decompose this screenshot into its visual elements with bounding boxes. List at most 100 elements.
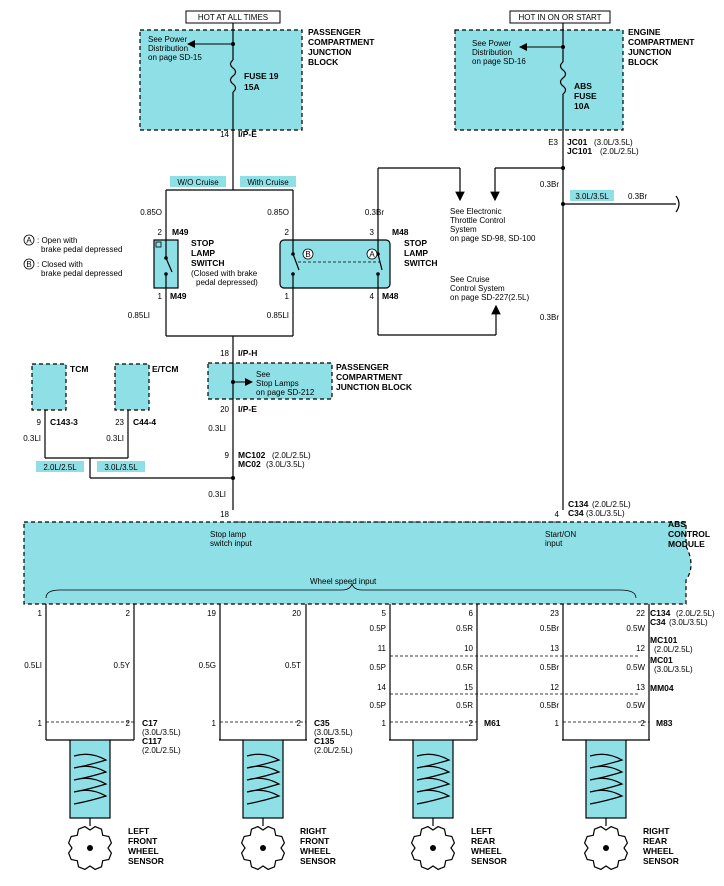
svg-text:SENSOR: SENSOR [300,856,336,866]
svg-text:0.5W: 0.5W [626,624,645,633]
svg-text:1: 1 [158,292,163,301]
svg-text:TCM: TCM [70,364,88,374]
svg-text:0.3LI: 0.3LI [208,490,226,499]
right-rear-wheel-sensor-label: RIGHT REAR WHEEL SENSOR [643,826,679,866]
svg-text:0.3LI: 0.3LI [106,434,124,443]
svg-text:0.5P: 0.5P [370,624,386,633]
svg-text:9: 9 [225,451,230,460]
svg-text:1: 1 [285,292,290,301]
passenger-junction-block-stop-lamps: See Stop Lamps on page SD-212 PASSENGER … [207,360,413,400]
svg-text:C134: C134 [650,608,671,618]
svg-text:RIGHT: RIGHT [300,826,327,836]
svg-text:REAR: REAR [643,836,667,846]
tag-3-0-3-5-right: 3.0L/3.5L [570,190,614,201]
svg-text:1: 1 [38,609,43,618]
svg-text:4: 4 [370,292,375,301]
svg-text:0.85LI: 0.85LI [128,311,150,320]
svg-text:Distribution: Distribution [472,48,512,57]
svg-text:0.5Br: 0.5Br [540,663,559,672]
svg-text:2: 2 [641,719,646,728]
svg-text:ABS: ABS [668,519,686,529]
svg-text:WHEEL: WHEEL [643,846,674,856]
svg-text:(3.0L/3.5L): (3.0L/3.5L) [142,728,181,737]
svg-text:C17: C17 [142,718,158,728]
svg-text:switch input: switch input [210,539,253,548]
svg-text:0.5T: 0.5T [285,661,301,670]
svg-text:C134: C134 [568,499,589,509]
svg-text:C34: C34 [650,617,666,627]
svg-text:1: 1 [212,719,217,728]
svg-text:20: 20 [220,405,229,414]
svg-text:(2.0L/2.5L): (2.0L/2.5L) [654,645,693,654]
svg-text:B: B [305,250,310,259]
svg-text:(3.0L/3.5L): (3.0L/3.5L) [654,665,693,674]
hot-at-all-times-label: HOT AT ALL TIMES [185,10,281,24]
svg-text:22: 22 [636,609,645,618]
left-front-wheel-sensor-icon [46,739,134,871]
abs-control-module: 18 4 C134 (2.0L/2.5L) C34 (3.0L/3.5L) St… [23,499,710,605]
passenger-junction-block-top: See Power Distribution on page SD-15 FUS… [139,27,375,131]
svg-text:(2.0L/2.5L): (2.0L/2.5L) [142,746,181,755]
svg-text:LEFT: LEFT [128,826,150,836]
svg-text:PASSENGER: PASSENGER [308,27,361,37]
etc-reference-note: See Electronic Throttle Control System o… [450,207,536,243]
svg-text:STOP: STOP [191,238,214,248]
svg-text:M48: M48 [392,227,409,237]
svg-text:0.5W: 0.5W [626,701,645,710]
svg-text:Start/ON: Start/ON [545,530,576,539]
svg-text:2: 2 [126,609,131,618]
svg-text:LAMP: LAMP [191,248,215,258]
svg-text:on page SD-227(2.5L): on page SD-227(2.5L) [450,293,530,302]
right-front-wheel-sensor-label: RIGHT FRONT WHEEL SENSOR [300,826,336,866]
svg-text:JC101: JC101 [567,146,592,156]
svg-text:SENSOR: SENSOR [128,856,164,866]
svg-text:HOT AT ALL TIMES: HOT AT ALL TIMES [198,13,268,22]
svg-text:0.5R: 0.5R [456,701,473,710]
svg-text:FUSE: FUSE [574,91,597,101]
hot-in-on-or-start-label: HOT IN ON OR START [509,10,611,24]
svg-text:18: 18 [220,349,229,358]
svg-text:0.5R: 0.5R [456,624,473,633]
svg-text:C143-3: C143-3 [50,417,78,427]
svg-text:C35: C35 [314,718,330,728]
svg-text:2: 2 [158,228,163,237]
engine-junction-block: See Power Distribution on page SD-16 ABS… [454,27,695,131]
svg-text:13: 13 [550,644,559,653]
svg-text:STOP: STOP [404,238,427,248]
svg-text:COMPARTMENT: COMPARTMENT [628,37,695,47]
pin-14: 14 [220,130,229,139]
svg-text:12: 12 [550,683,559,692]
svg-text:23: 23 [550,609,559,618]
svg-text:C34: C34 [568,508,584,518]
svg-text:0.5Y: 0.5Y [114,661,131,670]
svg-text:M49: M49 [170,291,187,301]
svg-text:15A: 15A [244,82,260,92]
left-rear-wheel-sensor-label: LEFT REAR WHEEL SENSOR [471,826,507,866]
svg-text:I/P-E: I/P-E [238,404,257,414]
svg-text:1: 1 [38,719,43,728]
svg-text:FRONT: FRONT [128,836,158,846]
svg-text:See Cruise: See Cruise [450,275,490,284]
svg-text:(2.0L/2.5L): (2.0L/2.5L) [592,500,631,509]
svg-text:A: A [369,250,375,259]
tag-3-0-3-5: 3.0L/3.5L [97,461,145,472]
svg-text:M49: M49 [172,227,189,237]
svg-text:3: 3 [370,228,375,237]
svg-text:on page SD-98, SD-100: on page SD-98, SD-100 [450,234,536,243]
svg-text:on page SD-16: on page SD-16 [472,57,526,66]
svg-text:2.0L/2.5L: 2.0L/2.5L [43,463,77,472]
left-front-wheel-sensor-label: LEFT FRONT WHEEL SENSOR [128,826,164,866]
tcm-box: TCM 9 C143-3 0.3LI [23,363,88,458]
with-cruise-tag: With Cruise [240,176,296,187]
svg-text:System: System [450,225,477,234]
svg-text:ENGINE: ENGINE [628,27,661,37]
svg-text:input: input [545,539,563,548]
svg-text:CONTROL: CONTROL [668,529,710,539]
stop-lamp-switch-m49: 2 M49 STOP LAMP SWITCH (Closed with brak… [153,227,258,301]
svg-text:M48: M48 [382,291,399,301]
svg-text:MC01: MC01 [650,655,673,665]
svg-text:11: 11 [378,644,387,653]
right-front-wheel-sensor-icon [219,739,307,871]
svg-text:M61: M61 [484,718,501,728]
